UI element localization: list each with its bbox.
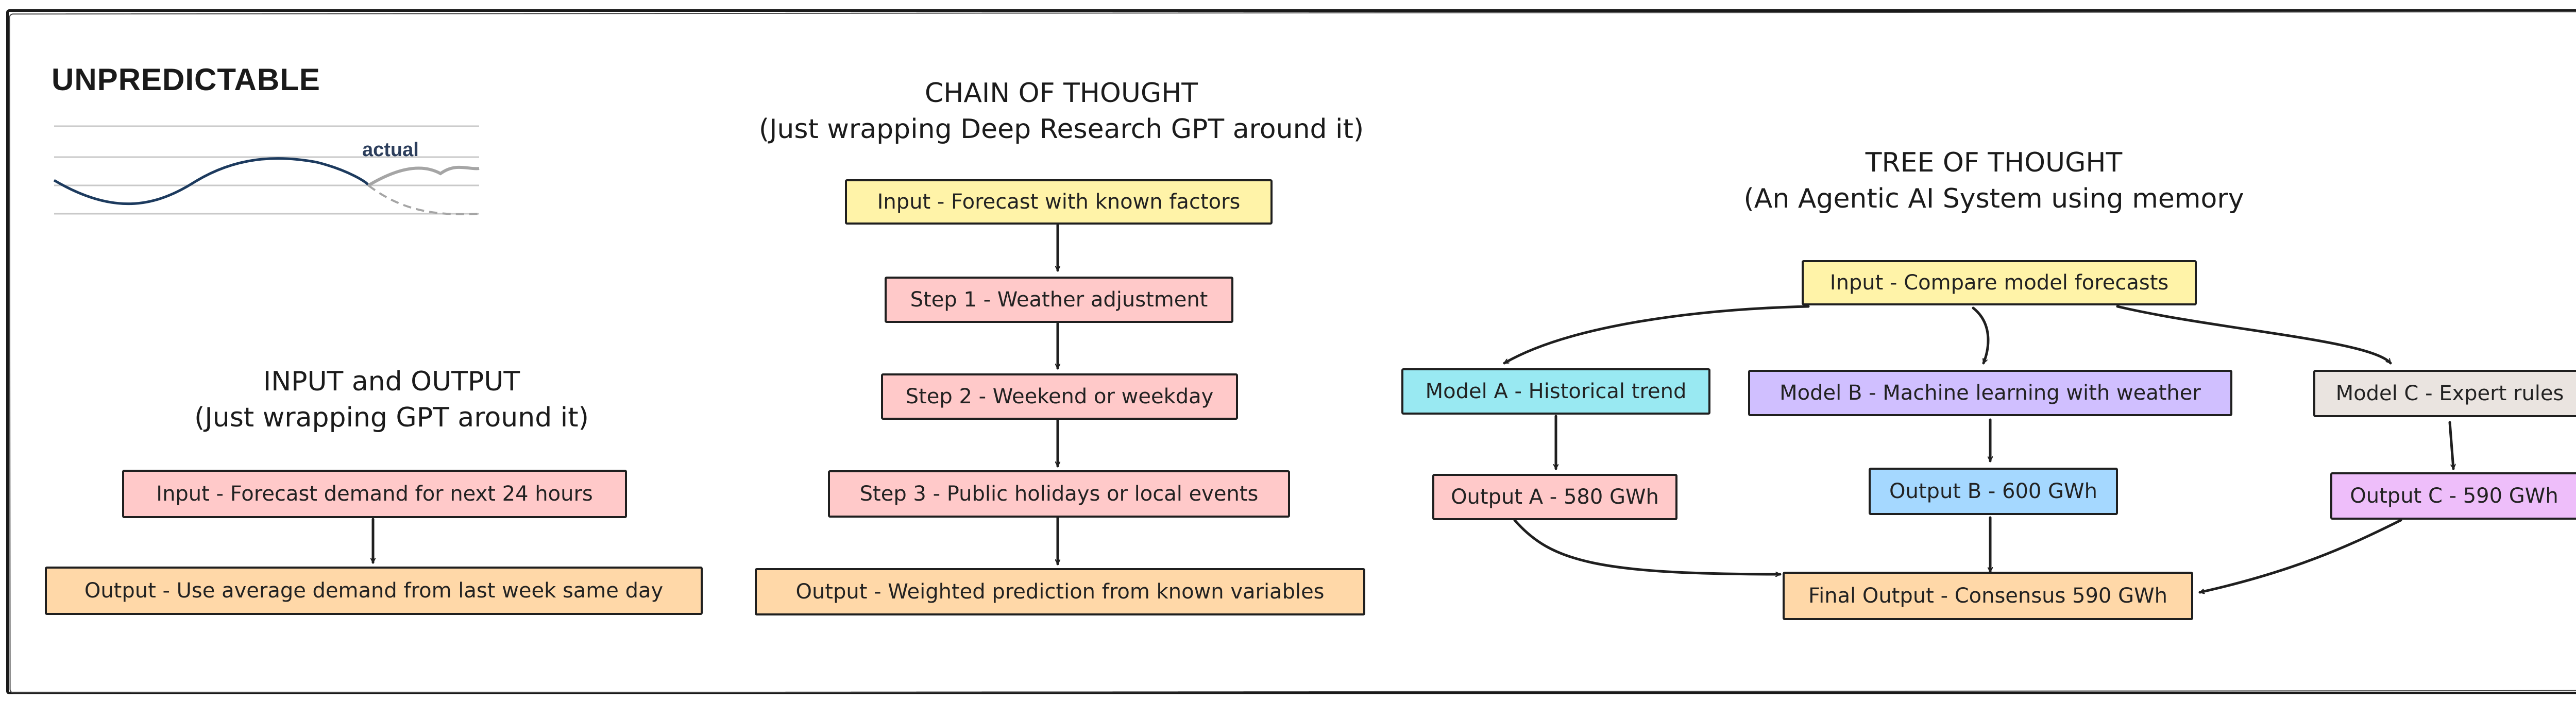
tot-arrow-c-final (2198, 519, 2402, 592)
io-output-box: Output - Use average demand from last we… (45, 567, 703, 615)
io-subtitle: (Just wrapping GPT around it) (194, 402, 589, 433)
tot-input-box: Input - Compare model forecasts (1802, 260, 2197, 305)
cot-subtitle: (Just wrapping Deep Research GPT around … (758, 114, 1364, 145)
cot-input-box: Input - Forecast with known factors (845, 179, 1273, 225)
tot-arrow-c-out (2448, 421, 2453, 470)
tot-output-b-box: Output B - 600 GWh (1869, 468, 2118, 515)
actual-line (367, 165, 480, 187)
unpredictable-title: UNPREDICTABLE (52, 62, 320, 97)
tot-model-a-box: Model A - Historical trend (1401, 368, 1710, 415)
io-title: INPUT and OUTPUT (263, 366, 520, 397)
tot-subtitle: (An Agentic AI System using memory (1743, 183, 2244, 214)
tot-model-b-box: Model B - Machine learning with weather (1748, 370, 2232, 416)
tot-output-c-box: Output C - 590 GWh (2330, 472, 2576, 520)
cot-step1-box: Step 1 - Weather adjustment (885, 277, 1233, 323)
unpredictable-thumbnail (49, 59, 482, 245)
tot-output-a-box: Output A - 580 GWh (1432, 474, 1677, 520)
cot-step3-box: Step 3 - Public holidays or local events (828, 470, 1290, 518)
cot-step2-box: Step 2 - Weekend or weekday (881, 373, 1238, 420)
tot-title: TREE OF THOUGHT (1865, 147, 2123, 178)
tot-arrow-b (1972, 306, 1990, 365)
history-line (53, 157, 370, 206)
tot-arrow-a-final (1513, 519, 1782, 574)
tot-arrow-c (2116, 305, 2392, 365)
cot-output-box: Output - Weighted prediction from known … (755, 568, 1365, 615)
unpredictable-sparkline (53, 125, 480, 215)
actual-label: actual (362, 139, 419, 161)
tot-model-c-box: Model C - Expert rules (2313, 370, 2576, 417)
cot-title: CHAIN OF THOUGHT (924, 78, 1198, 109)
tot-arrow-a (1503, 305, 1810, 365)
io-input-box: Input - Forecast demand for next 24 hour… (122, 470, 627, 518)
tot-final-box: Final Output - Consensus 590 GWh (1783, 572, 2193, 620)
forecast-line (367, 184, 480, 215)
